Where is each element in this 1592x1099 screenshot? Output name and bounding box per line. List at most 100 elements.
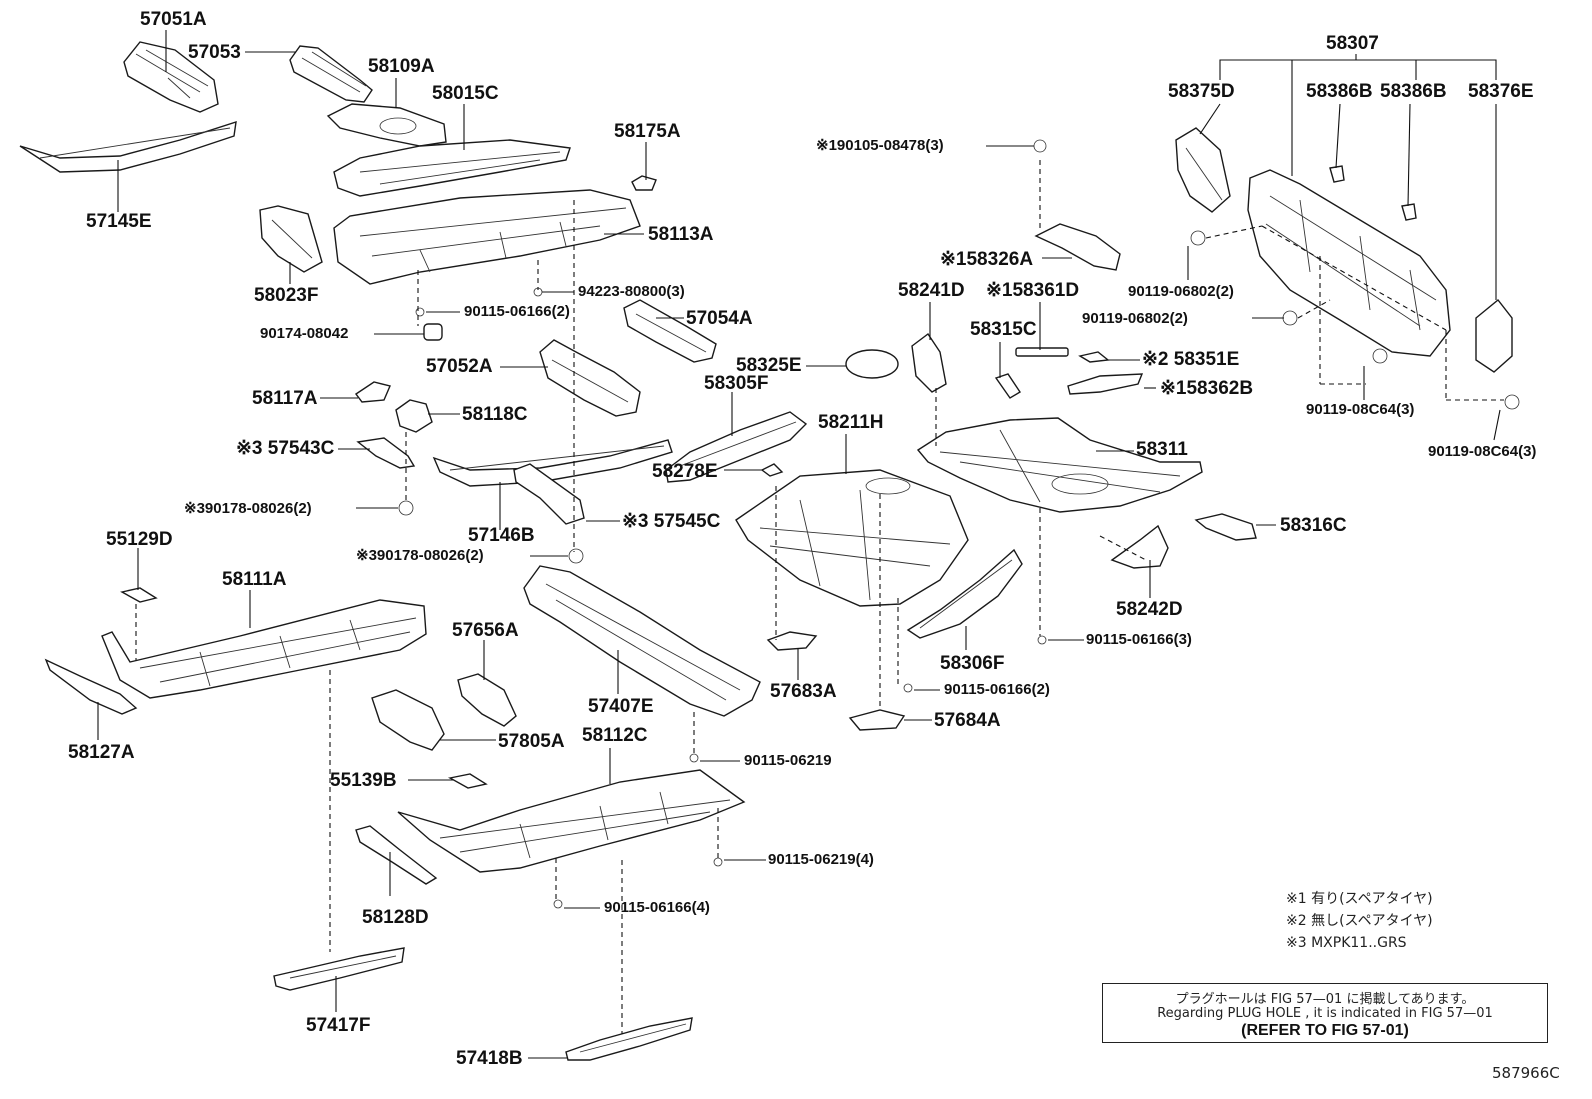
label-58311: 58311 — [1136, 439, 1188, 460]
label-57684A: 57684A — [934, 710, 1001, 731]
label-58316C: 58316C — [1280, 515, 1347, 536]
label-90119-08C64-a: 90119-08C64(3) — [1306, 401, 1415, 418]
part-57146B — [432, 439, 673, 487]
legend-note-2: ※2 無し(スペアタイヤ) — [1286, 913, 1433, 929]
part-58316C — [1194, 513, 1257, 541]
label-58386B-2: 58386B — [1380, 81, 1447, 102]
label-55139B: 55139B — [330, 770, 397, 791]
label-90178-08026-a: ※390178-08026(2) — [184, 500, 312, 517]
part-58015C — [333, 139, 571, 197]
legend-note-1: ※1 有り(スペアタイヤ) — [1286, 891, 1433, 907]
part-57543C — [356, 437, 416, 469]
label-57407E: 57407E — [588, 696, 654, 717]
label-58307: 58307 — [1326, 33, 1379, 54]
part-58376E — [1475, 299, 1513, 373]
bolts-group — [398, 139, 1520, 909]
label-58112C: 58112C — [582, 725, 648, 746]
reference-line-jp: プラグホールは FIG 57—01 に掲載してあります。 — [1175, 992, 1475, 1007]
label-58109A: 58109A — [368, 56, 435, 77]
label-90119-06802-a: 90119-06802(2) — [1128, 283, 1234, 300]
part-58278E — [760, 463, 784, 477]
label-58376E: 58376E — [1468, 81, 1534, 102]
label-58111A: 58111A — [222, 569, 287, 590]
part-57418B — [565, 1017, 693, 1061]
label-58023F: 58023F — [254, 285, 319, 306]
part-58211H — [735, 469, 969, 607]
label-57417F: 57417F — [306, 1015, 371, 1036]
part-58175A — [631, 175, 657, 191]
label-58015C: 58015C — [432, 83, 499, 104]
part-57683A — [766, 631, 818, 651]
assembly-lines — [135, 160, 1504, 1034]
label-57051A: 57051A — [140, 9, 207, 30]
part-58326A — [1034, 223, 1121, 271]
label-94223-80800: 94223-80800(3) — [578, 283, 685, 300]
label-58361D: ※158361D — [986, 280, 1080, 301]
part-57407E — [523, 565, 761, 717]
label-58351E: ※2 58351E — [1142, 349, 1240, 370]
label-58315C: 58315C — [970, 319, 1037, 340]
label-57053: 57053 — [188, 42, 241, 63]
part-58375D — [1175, 127, 1231, 213]
label-58127A: 58127A — [68, 742, 135, 763]
label-58118C: 58118C — [462, 404, 528, 425]
label-90115-06219: 90115-06219 — [744, 752, 832, 769]
part-58315C — [994, 373, 1021, 399]
part-57805A — [371, 689, 445, 751]
part-58325E — [845, 349, 899, 379]
part-58118C — [395, 399, 433, 433]
part-57684A — [848, 709, 906, 731]
label-90174-08042: 90174-08042 — [260, 325, 349, 342]
label-90115-06166-3: 90115-06166(3) — [1086, 631, 1192, 648]
label-58305F: 58305F — [704, 373, 769, 394]
part-58023F — [259, 205, 323, 273]
part-58111A — [101, 599, 427, 699]
part-55129D — [120, 587, 158, 603]
label-57545C: ※3 57545C — [622, 511, 721, 532]
figure-id: 587966C — [1492, 1064, 1560, 1082]
part-58113A — [333, 189, 641, 285]
part-57417F — [273, 947, 405, 991]
label-90115-06166-4: 90115-06166(4) — [604, 899, 710, 916]
part-57656A — [457, 673, 517, 727]
part-57052A — [539, 339, 641, 417]
part-58109A — [326, 103, 447, 147]
label-57656A: 57656A — [452, 620, 519, 641]
part-58306F — [906, 548, 1023, 639]
reference-line-refer: (REFER TO FIG 57-01) — [1241, 1022, 1409, 1039]
label-58325E: 58325E — [736, 355, 802, 376]
part-58241D — [911, 332, 947, 393]
label-58175A: 58175A — [614, 121, 681, 142]
label-90115-06166-2a: 90115-06166(2) — [464, 303, 570, 320]
part-58386B-clips — [1329, 165, 1417, 221]
label-58362B: ※158362B — [1160, 378, 1254, 399]
part-58362B — [1067, 373, 1144, 395]
label-58386B-1: 58386B — [1306, 81, 1373, 102]
legend-note-3: ※3 MXPK11..GRS — [1286, 935, 1407, 951]
reference-box: プラグホールは FIG 57—01 に掲載してあります。 Regarding P… — [1102, 983, 1548, 1043]
reference-line-en: Regarding PLUG HOLE , it is indicated in… — [1157, 1006, 1493, 1021]
label-58242D: 58242D — [1116, 599, 1183, 620]
part-58117A — [354, 381, 391, 403]
label-58241D: 58241D — [898, 280, 965, 301]
part-57054A — [623, 299, 717, 363]
part-90174-clip — [423, 323, 443, 341]
part-58311 — [916, 417, 1203, 513]
part-58305F — [665, 411, 808, 483]
label-58326A: ※158326A — [940, 249, 1034, 270]
part-57051A — [123, 41, 219, 113]
label-57054A: 57054A — [686, 308, 753, 329]
part-57053 — [289, 45, 373, 103]
part-55139B — [447, 773, 488, 789]
label-57805A: 57805A — [498, 731, 565, 752]
label-90115-06219-4: 90115-06219(4) — [768, 851, 874, 868]
label-58211H: 58211H — [818, 412, 884, 433]
label-57145E: 57145E — [86, 211, 152, 232]
part-58307 — [1247, 169, 1451, 357]
label-57543C: ※3 57543C — [236, 438, 335, 459]
label-57146B: 57146B — [468, 525, 535, 546]
label-58375D: 58375D — [1168, 81, 1235, 102]
part-58351E — [1078, 351, 1110, 363]
label-55129D: 55129D — [106, 529, 173, 550]
